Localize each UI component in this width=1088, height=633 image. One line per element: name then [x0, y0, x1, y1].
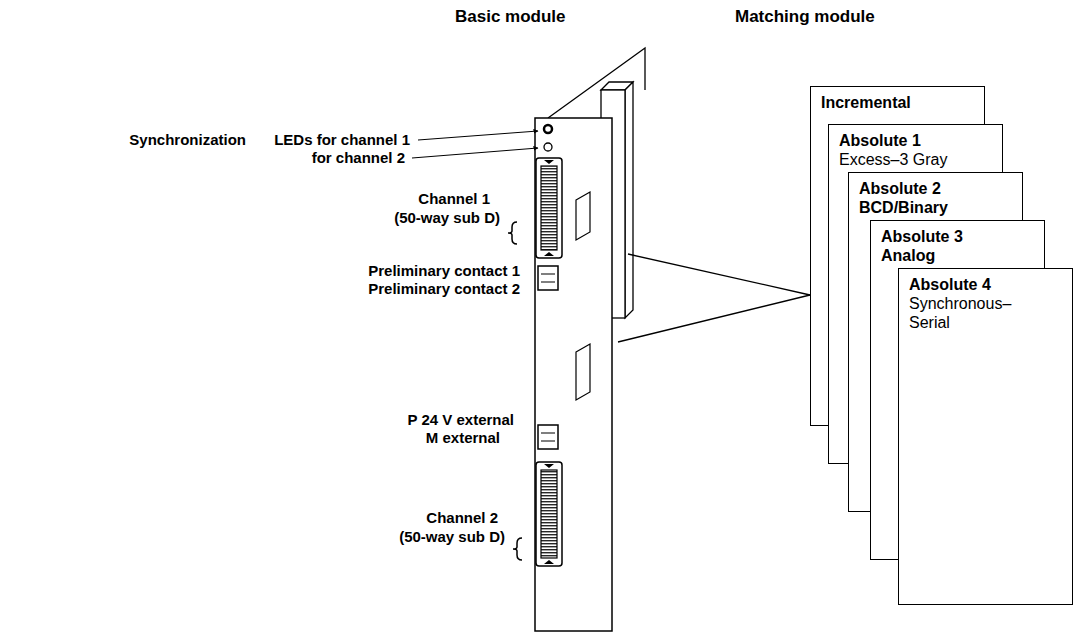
led-symbol — [544, 143, 552, 151]
connector-label: (50-way sub D) — [394, 209, 500, 227]
connector-screw — [544, 160, 554, 164]
sub-d-pins — [541, 166, 557, 250]
module-name: Absolute 3 — [881, 227, 963, 246]
led-label: for channel 2 — [312, 149, 405, 167]
heading: Matching module — [735, 8, 875, 26]
terminal-label: P 24 V external — [408, 411, 514, 429]
sub-d-pins — [541, 470, 557, 558]
module-name: Absolute 1 — [839, 131, 921, 150]
connector-label: Channel 1 — [418, 190, 490, 208]
terminal-label: M external — [426, 429, 500, 447]
terminal-label: Preliminary contact 1 — [368, 262, 520, 280]
heading: Basic module — [455, 8, 566, 26]
module-name: Absolute 4 — [909, 275, 991, 294]
module-type: Synchronous–Serial — [909, 294, 1031, 332]
module-type: BCD/Binary — [859, 198, 948, 217]
connector-screw — [544, 560, 554, 564]
terminal-label: Preliminary contact 2 — [368, 280, 520, 298]
connector-label: Channel 2 — [426, 509, 498, 527]
led-label: Synchronization — [129, 131, 246, 149]
plate-cutout — [576, 344, 590, 400]
brace — [508, 222, 517, 244]
plate-cutout — [576, 192, 590, 240]
module-type: Excess–3 Gray — [839, 150, 947, 169]
leader-line — [418, 131, 538, 140]
module-name: Absolute 2 — [859, 179, 941, 198]
terminal-contacts — [541, 274, 555, 282]
fitting-line — [618, 295, 810, 342]
terminal-contacts — [541, 433, 555, 441]
sub-d-connector — [536, 158, 562, 258]
connector-screw — [544, 464, 554, 468]
matching-module-card: Absolute 4Synchronous–Serial — [898, 268, 1073, 605]
connector-screw — [544, 252, 554, 256]
led-label: LEDs for channel 1 — [274, 131, 410, 149]
led-symbol — [544, 125, 552, 133]
leader-line — [412, 148, 538, 158]
module-name: Incremental — [821, 93, 911, 112]
slot-side — [625, 82, 633, 318]
fitting-line — [628, 254, 810, 295]
terminal-block — [538, 425, 558, 449]
brace — [513, 538, 522, 560]
module-type: Analog — [881, 246, 935, 265]
connector-label: (50-way sub D) — [399, 528, 505, 546]
terminal-block — [538, 266, 558, 290]
front-plate — [535, 118, 612, 631]
sub-d-connector — [536, 462, 562, 566]
